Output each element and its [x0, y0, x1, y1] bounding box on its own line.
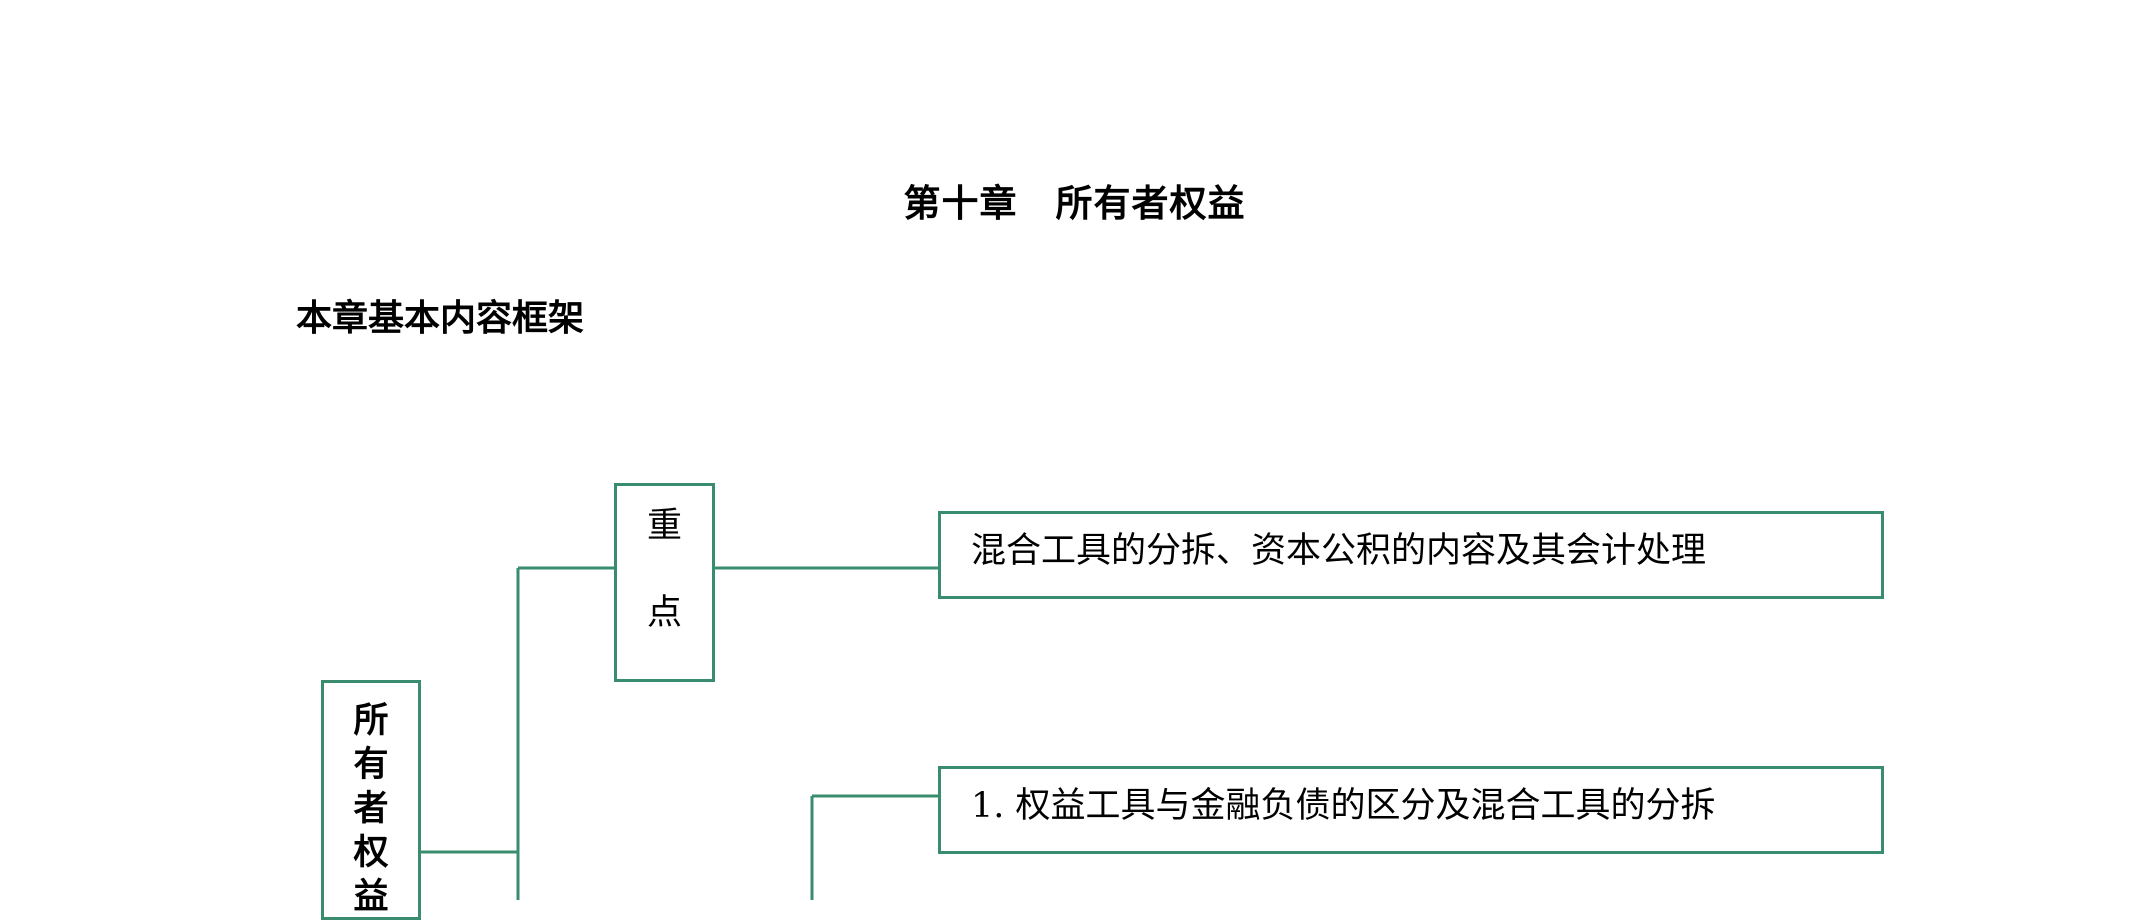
root-char: 有	[353, 745, 389, 785]
framework-item-text: 1. 权益工具与金融负债的区分及混合工具的分拆	[971, 786, 1716, 826]
framework-item-box: 1. 权益工具与金融负债的区分及混合工具的分拆	[938, 766, 1884, 854]
root-char: 权	[353, 833, 389, 873]
chapter-title: 第十章 所有者权益	[903, 182, 1246, 225]
key-points-content-box: 混合工具的分拆、资本公积的内容及其会计处理	[938, 511, 1884, 599]
key-points-content-text: 混合工具的分拆、资本公积的内容及其会计处理	[971, 531, 1707, 571]
key-points-char: 重	[646, 506, 682, 546]
root-box-owners-equity: 所 有 者 权 益	[321, 680, 421, 920]
key-points-char: 点	[646, 593, 682, 633]
framework-connectors	[421, 566, 938, 900]
root-char: 益	[353, 877, 389, 917]
section-title: 本章基本内容框架	[296, 298, 585, 339]
root-char: 者	[353, 789, 389, 829]
key-points-box: 重 点	[614, 483, 715, 682]
root-char: 所	[353, 701, 389, 741]
